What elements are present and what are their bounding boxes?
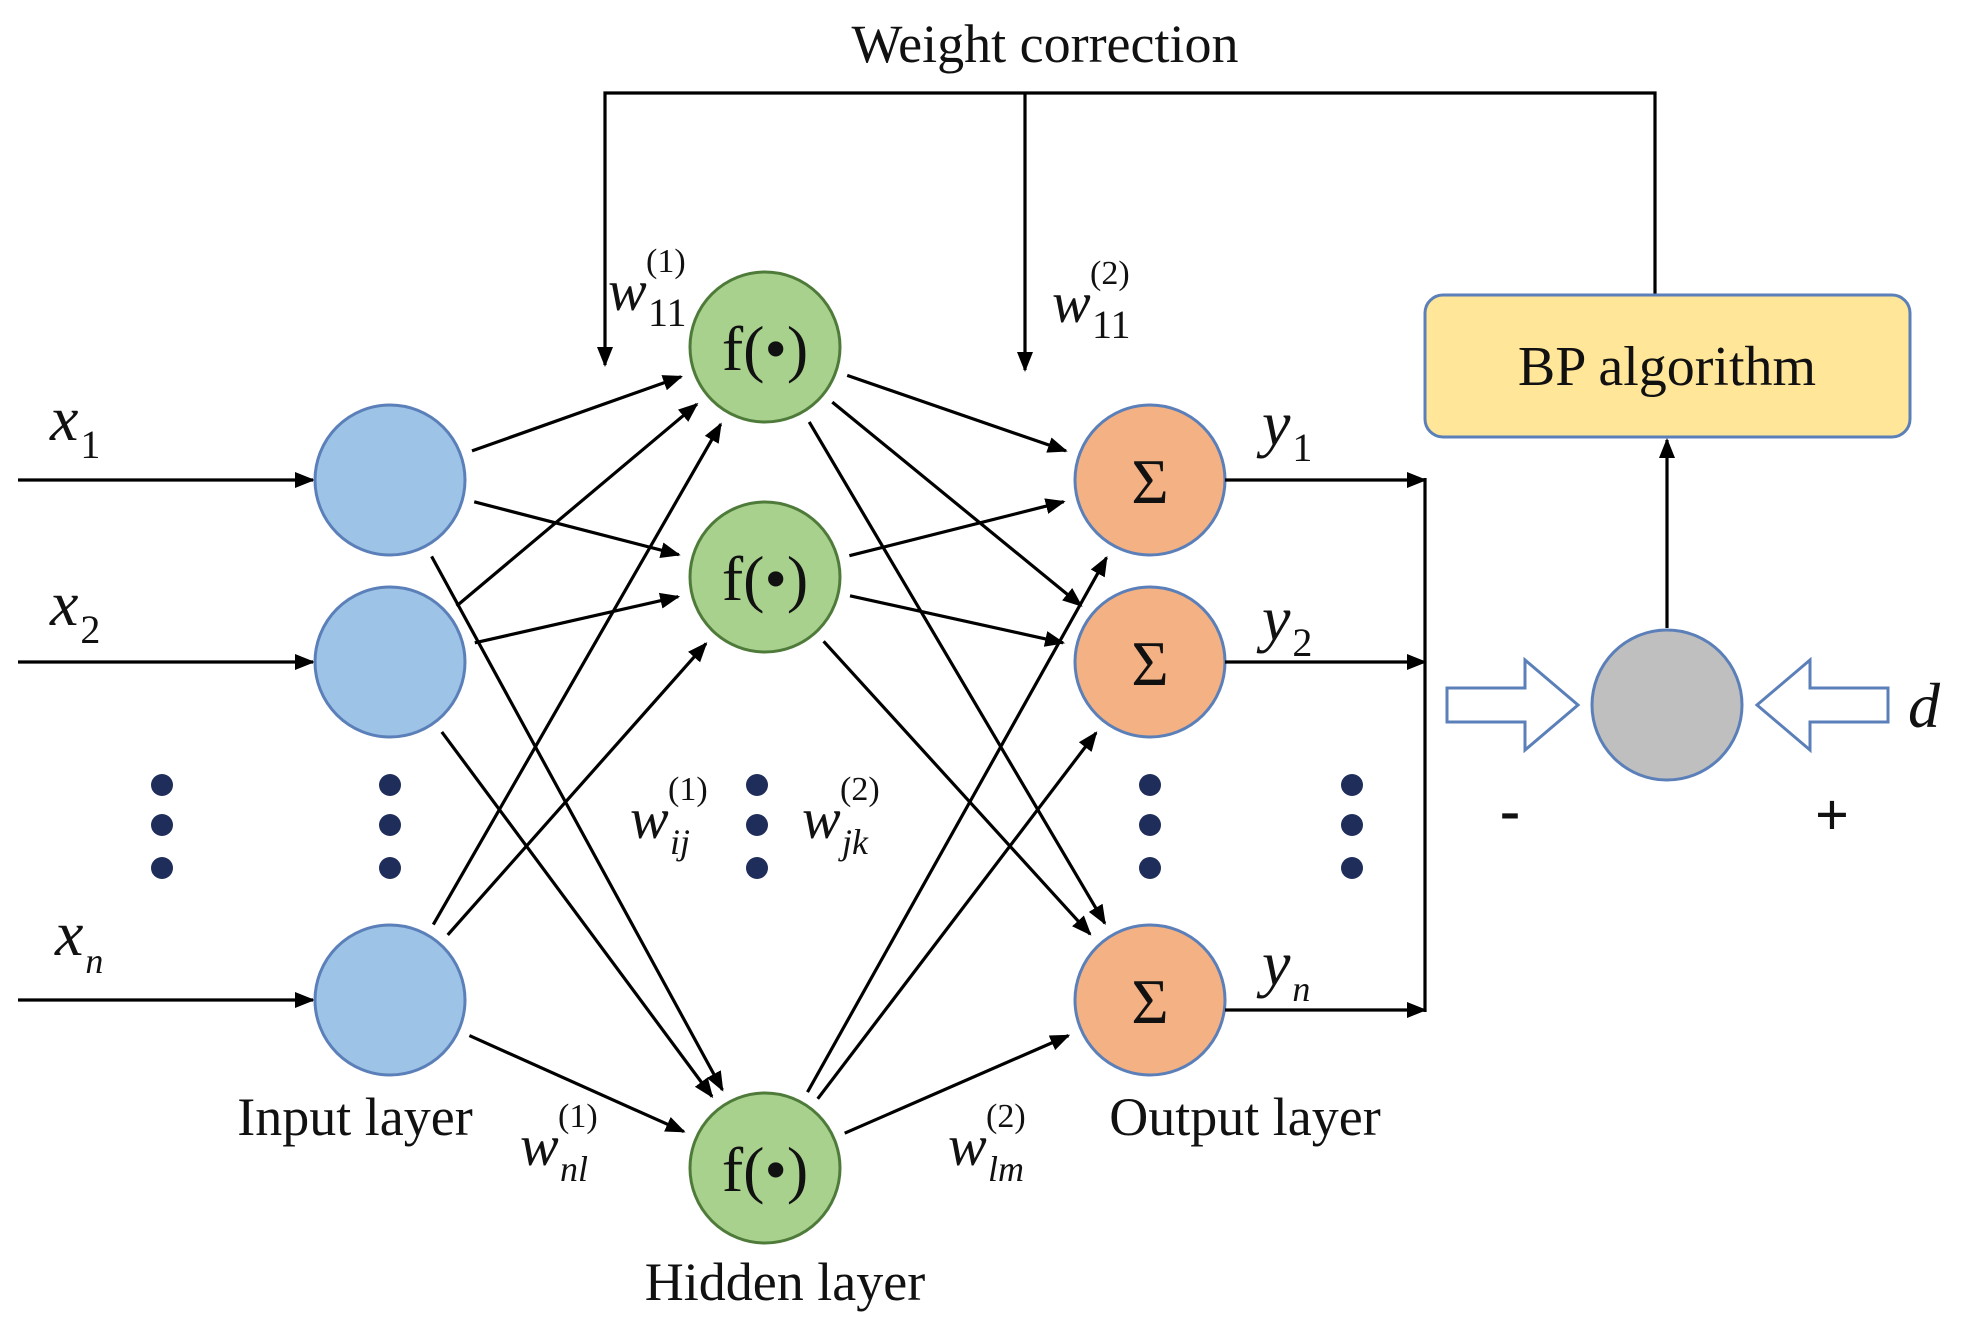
hidden-node-2: f(•) [688,500,842,654]
network-connections [430,373,1108,1135]
svg-text:11: 11 [1092,302,1131,347]
weight-correction-feedback [597,91,1657,372]
weight-label-wij-1: w(1) ij [630,771,708,862]
weight-label-wjk-2: w(2) jk [802,771,880,862]
output-node-n: Σ [1073,923,1227,1077]
input-arrows [18,472,315,1008]
weight-label-w11-1: w(1) 11 [608,243,687,335]
edge-input3-hidden1 [431,422,723,926]
edge-input1-hidden3 [430,555,724,1092]
error-comparator [1590,438,1744,782]
svg-text:(1): (1) [668,771,708,808]
hollow-arrow-from-target [1754,656,1890,754]
weight-label-w11-2: w(2) 11 [1052,255,1131,347]
edge-hidden3-output1 [806,555,1108,1093]
output-labels: y1 y2 yn [1256,388,1312,1009]
input-label-1: x1 [49,383,100,467]
svg-text:w: w [520,1113,559,1178]
svg-text:Σ: Σ [1131,628,1168,699]
edge-hidden2-output3 [822,640,1092,936]
edge-hidden3-output3 [844,1034,1071,1135]
output-label-n: yn [1256,928,1310,1009]
svg-text:(2): (2) [840,771,880,808]
edge-input2-hidden1 [455,402,699,608]
edge-input3-hidden3 [468,1034,686,1134]
ellipsis-hidden-nodes [746,774,768,879]
svg-text:w: w [948,1113,987,1178]
svg-text:(1): (1) [646,243,686,280]
hidden-node-1: f(•) [688,270,842,424]
input-label-n: xn [54,898,103,981]
svg-text:Σ: Σ [1131,446,1168,517]
input-labels: x1 x2 xn [49,383,103,981]
hollow-arrow-from-outputs [1445,656,1581,754]
edge-input1-hidden2 [473,500,681,558]
ellipsis-labels [151,774,173,879]
edge-hidden1-output2 [831,400,1083,607]
svg-text:w: w [608,258,647,323]
weight-label-wlm-2: w(2) lm [948,1098,1026,1189]
minus-sign: - [1500,777,1520,843]
svg-text:w: w [630,786,669,851]
bp-algorithm-label: BP algorithm [1518,336,1816,398]
svg-text:Σ: Σ [1131,966,1168,1037]
svg-text:(1): (1) [558,1098,598,1135]
ellipsis-outputs [1341,774,1363,879]
weight-correction-title: Weight correction [852,14,1239,74]
edge-input1-hidden1 [471,375,683,453]
edge-input2-hidden2 [474,592,681,645]
svg-text:ij: ij [670,822,690,862]
hidden-layer-label: Hidden layer [645,1252,925,1312]
svg-text:(2): (2) [986,1098,1026,1135]
svg-text:lm: lm [988,1149,1024,1189]
edge-hidden1-output3 [807,421,1107,926]
output-layer-nodes: Σ Σ Σ [1073,403,1227,1077]
svg-text:w: w [802,786,841,851]
input-node-1 [313,403,467,557]
output-layer-label: Output layer [1109,1087,1380,1147]
input-node-2 [313,585,467,739]
edge-input3-hidden2 [446,642,708,936]
ellipsis-output-nodes [1139,774,1161,879]
svg-text:f(•): f(•) [722,543,808,614]
svg-text:11: 11 [648,290,687,335]
input-layer-nodes [313,403,467,1077]
edge-hidden1-output1 [846,373,1068,453]
svg-text:jk: jk [838,822,869,862]
input-label-2: x2 [49,568,100,652]
ellipsis-dots [151,774,1363,879]
input-node-n [313,923,467,1077]
svg-text:f(•): f(•) [722,313,808,384]
edge-input2-hidden3 [440,730,714,1099]
svg-text:nl: nl [560,1149,588,1189]
edge-hidden2-output2 [849,594,1066,647]
hidden-node-n: f(•) [688,1091,842,1245]
plus-sign: + [1815,782,1849,848]
edge-hidden2-output1 [849,498,1066,558]
hidden-layer-nodes: f(•) f(•) f(•) [688,270,842,1245]
output-node-1: Σ [1073,403,1227,557]
ellipsis-input-nodes [379,774,401,879]
weight-label-wnl-1: w(1) nl [520,1098,598,1189]
bp-algorithm-box: BP algorithm [1423,293,1912,439]
output-arrows [1225,472,1427,1018]
output-label-1: y1 [1256,388,1312,470]
output-node-2: Σ [1073,585,1227,739]
edge-hidden3-output2 [816,731,1098,1100]
output-label-2: y2 [1256,583,1312,665]
svg-text:w: w [1052,270,1091,335]
svg-text:f(•): f(•) [722,1134,808,1205]
svg-text:(2): (2) [1090,255,1130,292]
input-layer-label: Input layer [237,1087,472,1147]
target-label: d [1908,670,1941,741]
